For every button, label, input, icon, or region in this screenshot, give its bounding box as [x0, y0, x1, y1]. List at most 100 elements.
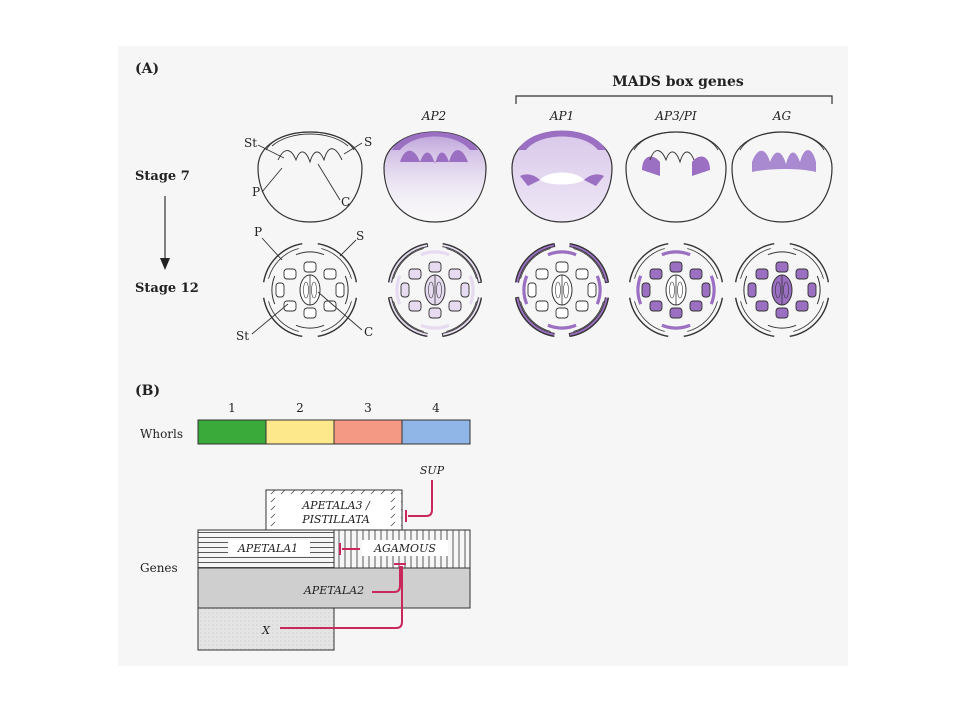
label-st-stage7: St	[244, 136, 257, 150]
stamen	[795, 300, 809, 312]
stamen	[428, 261, 442, 273]
header-ag: AG	[772, 109, 792, 123]
petal-arc	[816, 275, 821, 305]
stamen	[283, 300, 297, 312]
locule	[555, 281, 561, 299]
sepal-inner-arc	[793, 248, 824, 279]
label-p-stage12: P	[254, 225, 262, 239]
label-c-stage7: C	[341, 195, 350, 209]
label-p-stage7: P	[252, 185, 260, 199]
stage7-bud-ap3-pi	[625, 131, 727, 223]
stage7-bud-reference	[257, 131, 363, 223]
apetala3-label: APETALA3 /	[301, 499, 371, 512]
sepal-inner-arc	[321, 301, 352, 332]
sepal-inner-arc	[573, 301, 604, 332]
sepal-inner-arc	[393, 248, 424, 279]
ap2-inhibits-ag	[372, 566, 401, 593]
sepal-inner-arc	[268, 248, 299, 279]
stamen	[275, 282, 285, 298]
stamen	[283, 268, 297, 280]
stage12-diagrams	[262, 242, 830, 338]
petal-arc	[709, 275, 716, 305]
stage-7-label: Stage 7	[135, 169, 190, 184]
stamen	[535, 268, 549, 280]
sepal-arc	[514, 242, 555, 283]
stamen	[649, 268, 663, 280]
sepal-inner-arc	[687, 248, 718, 279]
sepal-inner-arc	[393, 301, 424, 332]
stamen	[323, 268, 337, 280]
sepal-inner-arc	[446, 248, 477, 279]
stamen	[669, 261, 683, 273]
sepal-inner-arc	[740, 248, 771, 279]
petal-arc	[547, 323, 577, 330]
stamen	[335, 282, 345, 298]
locule	[311, 281, 317, 299]
sepal-arc	[628, 242, 669, 283]
whorls-label: Whorls	[140, 427, 183, 441]
stamen	[527, 282, 537, 298]
label-s-stage12: S	[356, 229, 364, 243]
petal-arc	[661, 323, 691, 330]
sepal-inner-arc	[520, 301, 551, 332]
petal-arc	[767, 324, 797, 329]
sepal-inner-arc	[321, 248, 352, 279]
sepal-inner-arc	[634, 301, 665, 332]
sepal-shape	[442, 243, 482, 284]
apetala2-block	[197, 567, 471, 609]
sepal-arc	[734, 242, 775, 283]
sepal-shape	[388, 243, 429, 283]
petal-arc	[636, 275, 643, 305]
petal-arc	[295, 251, 325, 256]
sepal-shape	[441, 297, 482, 337]
sepal-inner-arc	[573, 248, 604, 279]
stage12-diagram-reference	[262, 242, 358, 338]
stamen	[641, 282, 651, 298]
stamen	[303, 261, 317, 273]
sepal-arc	[569, 297, 610, 338]
sepal-shape	[388, 296, 428, 337]
header-ap3-pi: AP3/PI	[654, 109, 696, 123]
sepal-shape	[568, 297, 609, 337]
sepal-arc	[387, 242, 428, 283]
label-c-stage12: C	[364, 325, 373, 339]
header-ap2: AP2	[421, 109, 446, 123]
whorl-4-box	[401, 419, 471, 445]
locule	[428, 281, 434, 299]
stamen	[535, 300, 549, 312]
sup-label: SUP	[420, 464, 445, 477]
stamen	[669, 307, 683, 319]
stamen	[587, 282, 597, 298]
apetala1-label: APETALA1	[237, 542, 298, 555]
whorl-1-box	[197, 419, 267, 445]
sup-inhibits-ap3pi	[408, 480, 433, 517]
locule	[436, 281, 442, 299]
stage7-bud-ag	[731, 131, 833, 223]
x-label: X	[261, 624, 271, 637]
sepal-arc	[683, 297, 724, 338]
petal-arc	[420, 323, 450, 330]
stamen	[323, 300, 337, 312]
apetala2-label: APETALA2	[303, 584, 364, 597]
stamen	[555, 261, 569, 273]
petal-arc	[547, 250, 577, 257]
panel-a-label: (A)	[135, 61, 159, 77]
sepal-arc	[789, 297, 830, 338]
locule	[677, 281, 683, 299]
sepal-inner-arc	[268, 301, 299, 332]
stage12-diagram-ap1	[514, 242, 610, 338]
locule	[563, 281, 569, 299]
petal-arc	[420, 250, 450, 257]
sepal-inner-arc	[634, 248, 665, 279]
x-inhibits-ag	[280, 566, 403, 629]
whorl-number-4: 4	[432, 401, 440, 415]
petal-arc	[395, 275, 402, 305]
whorl-number-2: 2	[296, 401, 304, 415]
petal-arc	[595, 275, 602, 305]
stage-arrow-head	[160, 258, 170, 270]
sepal-arc	[317, 242, 358, 283]
label-st-stage12: St	[236, 329, 249, 343]
petal-arc	[295, 324, 325, 329]
stamen	[701, 282, 711, 298]
